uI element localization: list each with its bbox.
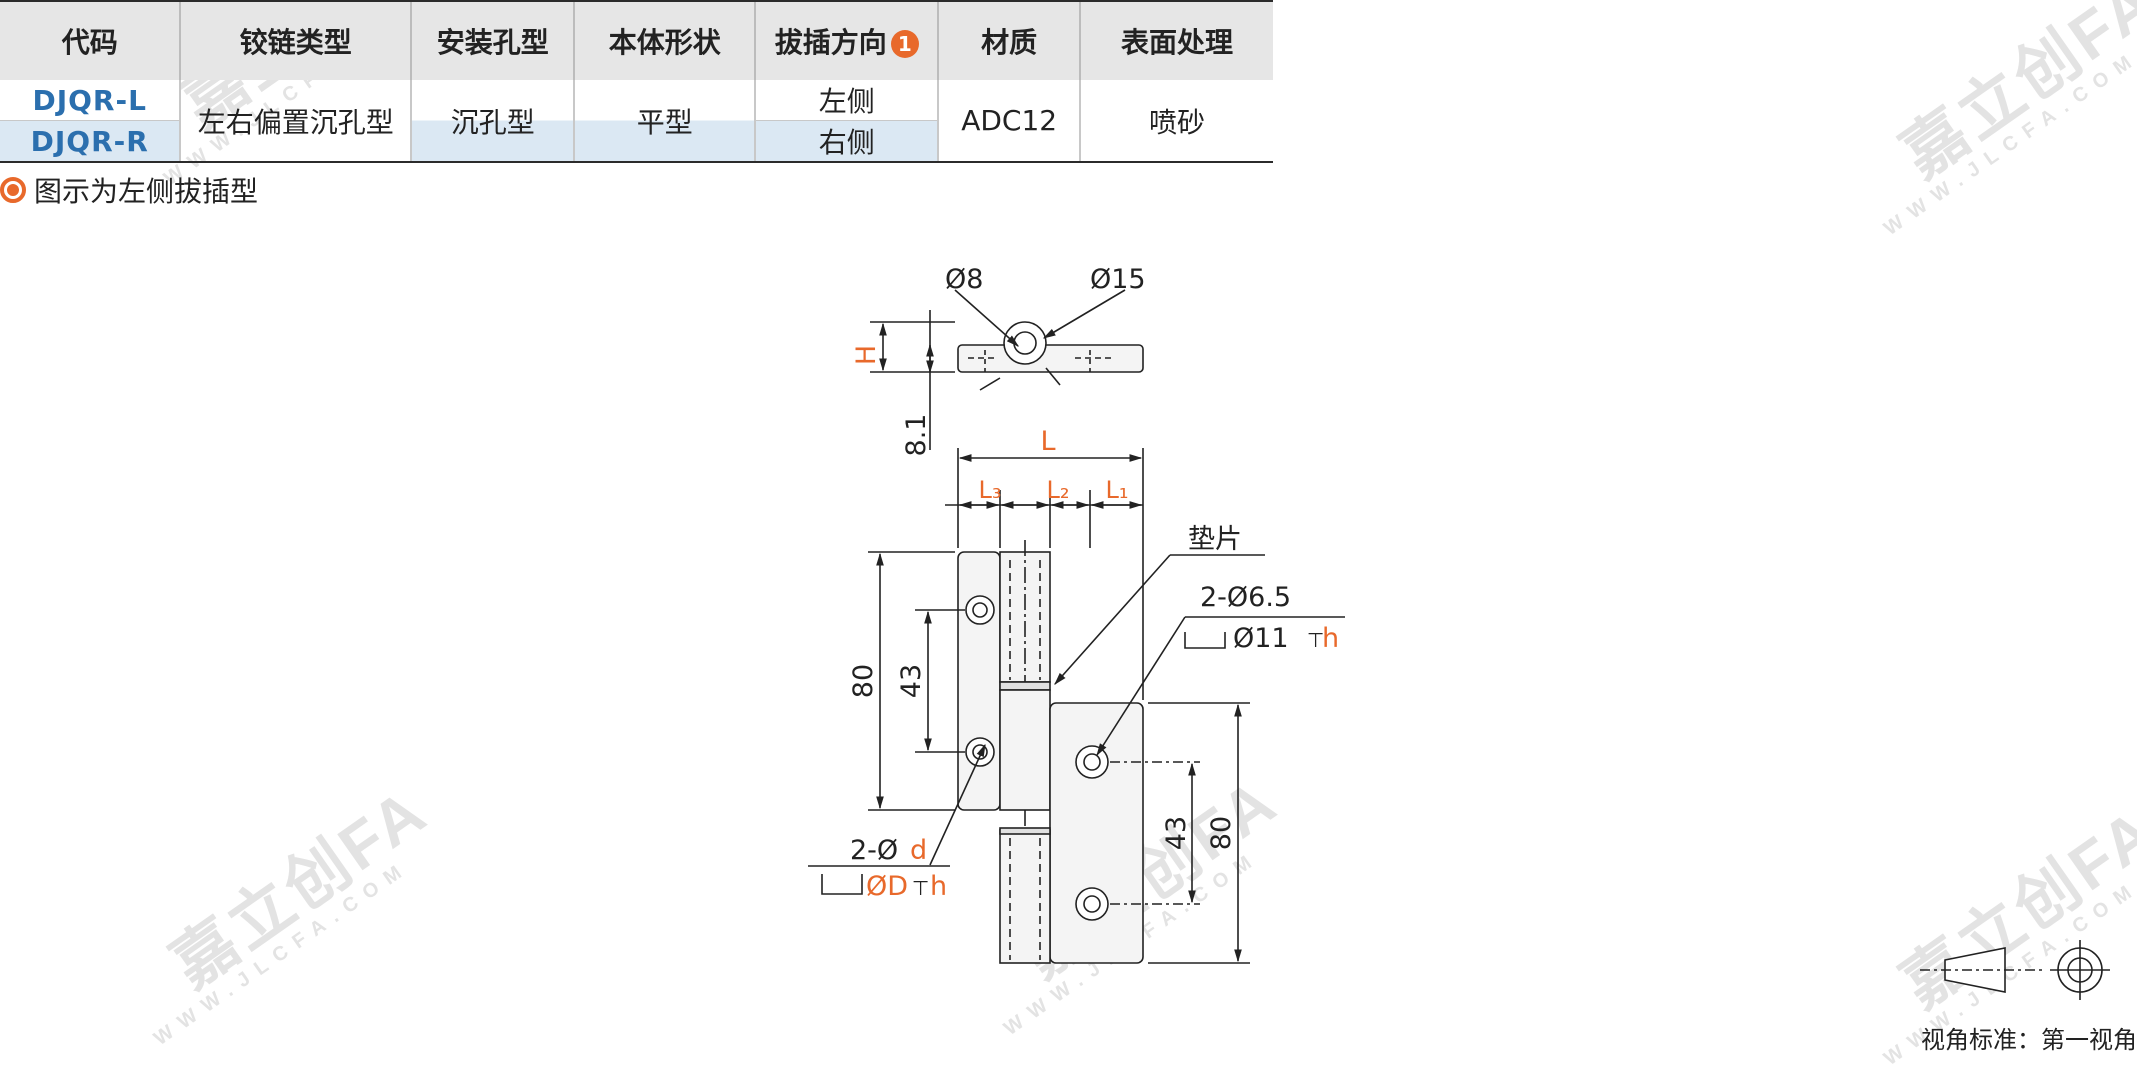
table-row: DJQR-R 右侧: [0, 120, 1273, 163]
dim-l3: L₃: [979, 476, 1002, 504]
projection-symbol: [1920, 940, 2110, 1000]
table-row: DJQR-L 左右偏置沉孔型 沉孔型 平型 左侧 ADC12 喷砂: [0, 80, 1273, 163]
front-view: [808, 448, 1345, 964]
header-hole-type: 安装孔型: [410, 0, 575, 80]
illustration-note: 图示为左侧拔插型: [0, 170, 258, 210]
dim-l2: L₂: [1047, 476, 1070, 504]
surface-cell: 喷砂: [1079, 80, 1273, 163]
depth-icon: ⊤: [912, 876, 929, 900]
left-counterbore-D: ØD: [866, 871, 908, 902]
header-body-shape: 本体形状: [573, 0, 756, 80]
header-code: 代码: [0, 0, 181, 80]
code-left: DJQR-L: [0, 80, 181, 121]
right-counterbore-spec: Ø11: [1233, 623, 1289, 654]
note-text: 图示为左侧拔插型: [34, 175, 259, 208]
material-cell: ADC12: [937, 80, 1081, 163]
dim-h-label: H: [851, 345, 882, 365]
left-depth: h: [930, 871, 947, 902]
right-depth: h: [1322, 623, 1339, 654]
left-hole-d: d: [910, 835, 927, 866]
top-view: [870, 289, 1144, 450]
note-badge: 1: [890, 30, 919, 58]
body-shape-cell: 平型: [573, 80, 756, 163]
code-right: DJQR-R: [0, 120, 181, 163]
header-hinge-type: 铰链类型: [179, 0, 412, 80]
dim-80-right: 80: [1206, 816, 1237, 850]
header-material: 材质: [937, 0, 1081, 80]
header-surface: 表面处理: [1079, 0, 1273, 80]
bullet-icon: [0, 177, 26, 203]
view-standard-caption: 视角标准：第一视角: [1921, 1026, 2137, 1054]
dim-dia-15: Ø15: [1090, 264, 1146, 295]
dim-43-right: 43: [1161, 816, 1192, 850]
shim-label: 垫片: [1188, 524, 1242, 555]
dim-8-1: 8.1: [901, 414, 932, 457]
hole-type-cell: 沉孔型: [410, 80, 575, 163]
dim-l1: L₁: [1106, 476, 1129, 504]
hinge-type-cell: 左右偏置沉孔型: [179, 80, 412, 163]
dim-80-left: 80: [848, 664, 879, 698]
direction-left: 左侧: [754, 80, 939, 121]
right-hole-spec: 2-Ø6.5: [1200, 582, 1291, 613]
direction-right: 右侧: [754, 120, 939, 163]
dim-dia-8: Ø8: [945, 264, 983, 295]
depth-icon: ⊤: [1307, 628, 1324, 652]
left-hole-spec: 2-Ø: [850, 835, 898, 866]
dim-length: L: [1040, 426, 1055, 457]
dim-43-left: 43: [896, 664, 927, 698]
